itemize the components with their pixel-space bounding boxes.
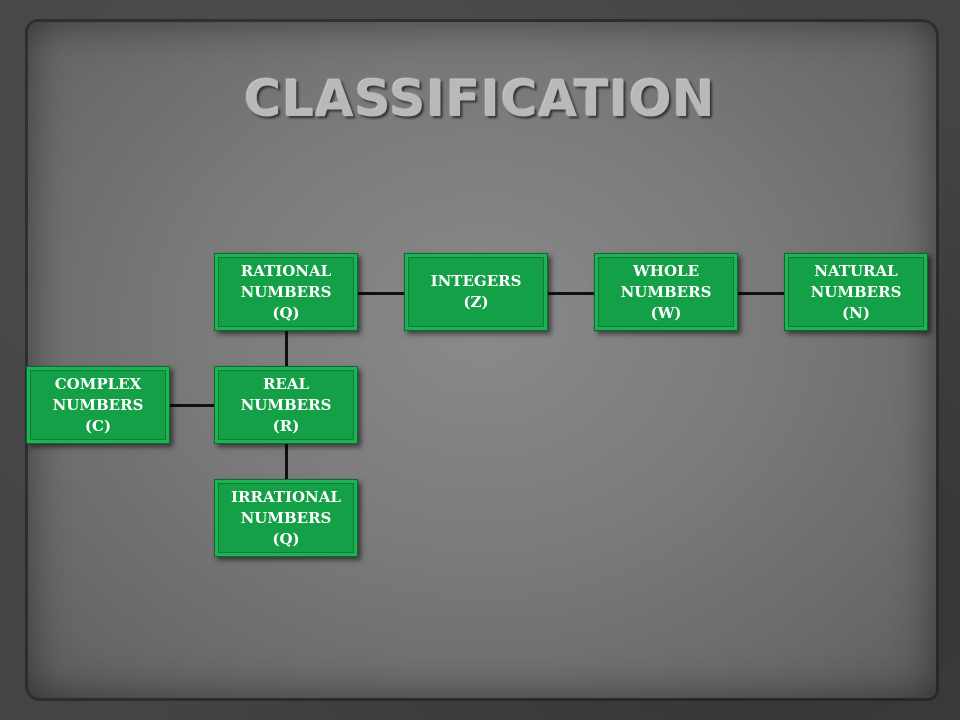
connector-integers-whole	[548, 292, 594, 295]
connector-complex-real	[170, 404, 216, 407]
connector-rational-real	[285, 331, 288, 368]
slide-title: CLASSIFICATION	[244, 70, 716, 128]
node-whole-label: WHOLE NUMBERS (W)	[620, 261, 712, 322]
node-integers: INTEGERS (Z)	[404, 253, 548, 331]
node-complex-numbers: COMPLEX NUMBERS (C)	[26, 366, 170, 444]
node-natural-numbers: NATURAL NUMBERS (N)	[784, 253, 928, 331]
node-real-numbers: REAL NUMBERS (R)	[214, 366, 358, 444]
node-whole-numbers: WHOLE NUMBERS (W)	[594, 253, 738, 331]
node-complex-label: COMPLEX NUMBERS (C)	[52, 374, 144, 435]
node-real-label: REAL NUMBERS (R)	[240, 374, 332, 435]
node-irrational-label: IRRATIONAL NUMBERS (Q)	[231, 487, 341, 548]
node-rational-label: RATIONAL NUMBERS (Q)	[240, 261, 332, 322]
connector-real-irrational	[285, 444, 288, 481]
node-natural-label: NATURAL NUMBERS (N)	[810, 261, 902, 322]
node-rational-numbers: RATIONAL NUMBERS (Q)	[214, 253, 358, 331]
connector-whole-natural	[738, 292, 784, 295]
node-irrational-numbers: IRRATIONAL NUMBERS (Q)	[214, 479, 358, 557]
node-integers-label: INTEGERS (Z)	[430, 272, 522, 311]
connector-rational-integers	[358, 292, 404, 295]
slate-panel	[28, 22, 936, 698]
